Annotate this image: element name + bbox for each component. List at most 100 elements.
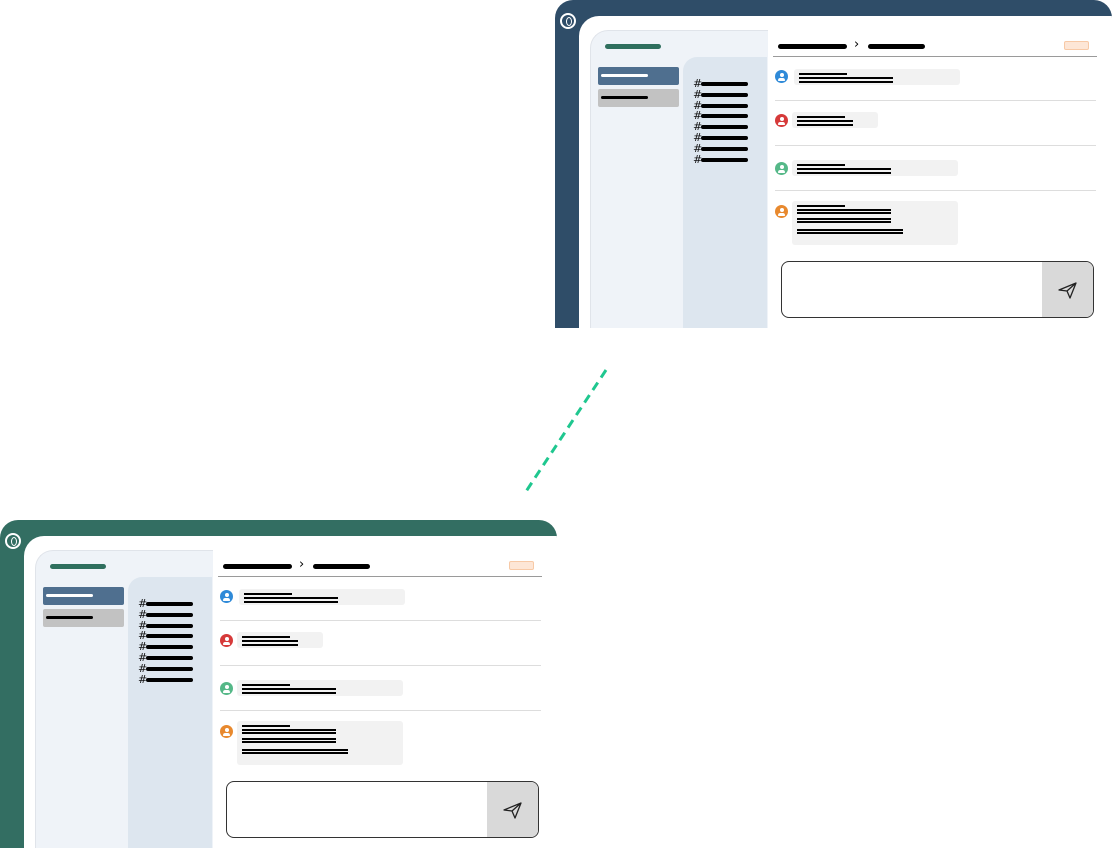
message-text-line [799, 81, 893, 83]
header-divider [773, 56, 1097, 57]
message-input[interactable] [781, 261, 1094, 318]
user-avatar-icon [775, 114, 788, 127]
message-text-line [797, 232, 903, 234]
channel-hash: # [693, 98, 703, 112]
message-text-line [797, 172, 891, 174]
message-divider [775, 145, 1096, 146]
channel-hash: # [138, 629, 148, 643]
channel-item[interactable] [146, 602, 193, 606]
channel-hash: # [693, 109, 703, 123]
send-button[interactable] [1042, 262, 1093, 317]
message-text-line [242, 729, 336, 731]
message-divider [220, 710, 541, 711]
sidebar-item[interactable] [598, 89, 679, 107]
message-text-line [244, 597, 338, 599]
message-text-line [799, 77, 893, 79]
channel-item[interactable] [701, 92, 748, 97]
channel-hash: # [138, 607, 148, 621]
user-avatar-icon [775, 162, 788, 175]
breadcrumb-separator: › [299, 557, 305, 572]
paper-plane-icon [503, 802, 522, 819]
leaf-logo-icon [560, 13, 576, 29]
channel-item[interactable] [701, 82, 748, 86]
message-text-line [797, 212, 891, 214]
message-text-line [797, 229, 903, 231]
sidebar-item-label [601, 96, 648, 99]
breadcrumb-parent[interactable] [778, 44, 847, 49]
channel-hash: # [693, 141, 703, 155]
message-input[interactable] [226, 781, 539, 838]
channel-hash: # [693, 77, 703, 90]
channel-item[interactable] [701, 157, 748, 162]
breadcrumb-current [313, 564, 370, 569]
message-text-line [797, 168, 891, 170]
sidebar-item-label [46, 594, 93, 597]
channel-hash: # [138, 651, 148, 664]
channel-item[interactable] [701, 136, 748, 140]
message-bubble [237, 721, 403, 765]
user-avatar-icon [220, 725, 233, 738]
sidebar-item[interactable] [43, 609, 124, 627]
message-text-line [797, 164, 845, 166]
channel-item[interactable] [146, 612, 193, 617]
app-window-top: › ######## [555, 0, 1112, 328]
message-divider [775, 190, 1096, 191]
channel-item[interactable] [146, 677, 193, 682]
channel-hash: # [138, 618, 148, 632]
channel-hash: # [138, 661, 148, 675]
message-bubble [237, 680, 403, 696]
channel-item[interactable] [146, 645, 193, 650]
leaf-logo-icon [5, 533, 21, 549]
user-avatar-icon [220, 590, 233, 603]
message-text-line [242, 640, 298, 642]
channel-item[interactable] [146, 666, 193, 671]
channel-hash: # [138, 640, 148, 654]
channel-hash: # [693, 120, 703, 134]
message-bubble [792, 201, 958, 245]
breadcrumb-current [868, 44, 925, 49]
channel-item[interactable] [146, 634, 193, 639]
message-text-line [797, 218, 891, 220]
channel-list [683, 57, 767, 328]
message-text-line [244, 593, 292, 595]
message-text-line [797, 209, 891, 211]
sidebar-item-label [46, 616, 93, 619]
channel-item[interactable] [146, 656, 193, 660]
user-avatar-icon [775, 70, 788, 83]
workspace-name-placeholder [50, 564, 106, 569]
send-button[interactable] [487, 782, 538, 837]
channel-item[interactable] [146, 623, 193, 628]
message-text-line [797, 205, 845, 207]
channel-item[interactable] [701, 146, 748, 151]
message-bubble [237, 632, 323, 648]
sidebar-item-active[interactable] [43, 587, 124, 605]
breadcrumb-parent[interactable] [223, 564, 292, 569]
paper-plane-icon [1058, 282, 1077, 299]
message-bubble [792, 112, 878, 128]
channel-item[interactable] [701, 114, 748, 119]
message-bubble [792, 160, 958, 176]
workspace-name-placeholder [605, 44, 661, 49]
message-text-line [242, 684, 290, 686]
message-text-line [242, 749, 348, 751]
status-badge [1064, 41, 1089, 50]
app-window-bottom: › ######## [0, 520, 557, 848]
message-text-line [797, 116, 845, 118]
message-text-line [242, 644, 298, 646]
message-text-line [242, 725, 290, 727]
header-divider [218, 576, 542, 577]
channel-item[interactable] [701, 103, 748, 108]
breadcrumb-separator: › [854, 37, 860, 52]
message-text-line [797, 124, 853, 126]
message-text-line [244, 601, 338, 603]
message-bubble [239, 589, 405, 605]
user-avatar-icon [775, 205, 788, 218]
channel-hash: # [693, 131, 703, 144]
channel-item[interactable] [701, 125, 748, 130]
message-text-line [242, 752, 348, 754]
sidebar-item-active[interactable] [598, 67, 679, 85]
message-text-line [242, 738, 336, 740]
message-text-line [242, 688, 336, 690]
message-text-line [242, 741, 336, 743]
